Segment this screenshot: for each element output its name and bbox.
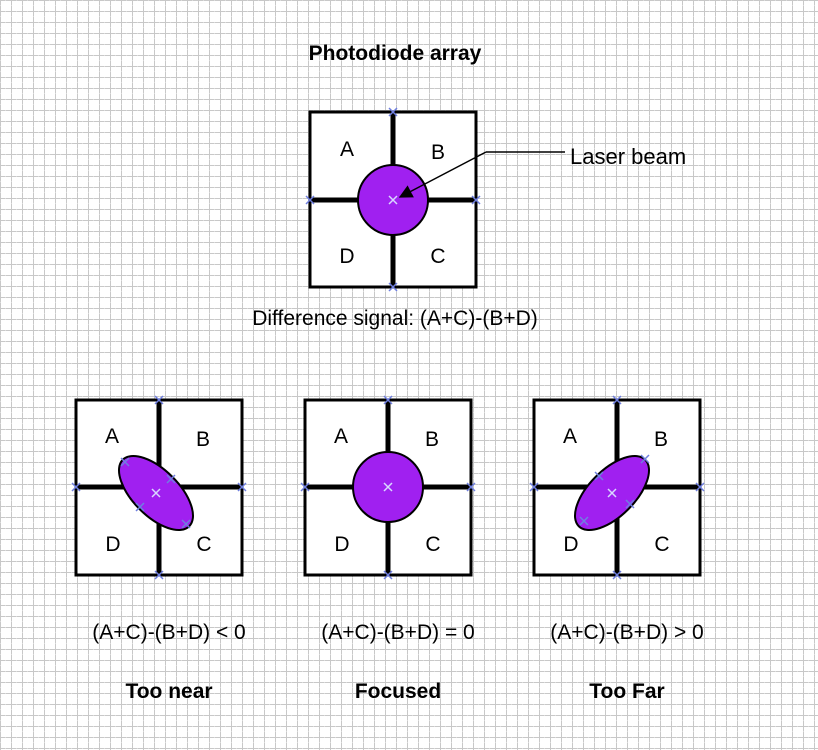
diagram-title: Photodiode array (308, 42, 482, 65)
formula-too-far: (A+C)-(B+D) > 0 (550, 621, 704, 644)
quadrant-c-label: C (425, 533, 440, 556)
quadrant-a-label: A (340, 138, 354, 161)
laser-beam-callout: Laser beam (398, 144, 686, 198)
quadrant-b-label: B (196, 428, 210, 451)
quadrant-b-label: B (654, 428, 668, 451)
formula-too-near: (A+C)-(B+D) < 0 (92, 621, 246, 644)
array-focused: A B C D (300, 395, 476, 580)
quadrant-a-label: A (334, 425, 348, 448)
quadrant-b-label: B (431, 141, 445, 164)
quadrant-d-label: D (334, 533, 349, 556)
caption-too-near: Too near (125, 680, 213, 703)
connection-markers (71, 395, 247, 580)
connection-markers (300, 395, 476, 580)
quadrant-d-label: D (105, 533, 120, 556)
difference-signal-label: Difference signal: (A+C)-(B+D) (252, 307, 538, 330)
quadrant-a-label: A (563, 425, 577, 448)
quadrant-c-label: C (196, 533, 211, 556)
array-too-near: A B C D (71, 395, 247, 580)
quadrant-c-label: C (654, 533, 669, 556)
quadrant-b-label: B (425, 428, 439, 451)
quadrant-d-label: D (563, 533, 578, 556)
quadrant-d-label: D (339, 245, 354, 268)
connection-markers (305, 107, 481, 292)
connection-markers (529, 395, 705, 580)
top-photodiode-array: A B C D (305, 107, 481, 292)
formula-focused: (A+C)-(B+D) = 0 (321, 621, 475, 644)
caption-focused: Focused (354, 680, 442, 703)
quadrant-c-label: C (430, 245, 445, 268)
quadrant-a-label: A (105, 425, 119, 448)
laser-beam-label: Laser beam (570, 144, 686, 169)
caption-too-far: Too Far (589, 680, 665, 703)
array-too-far: A B C D (529, 395, 705, 580)
